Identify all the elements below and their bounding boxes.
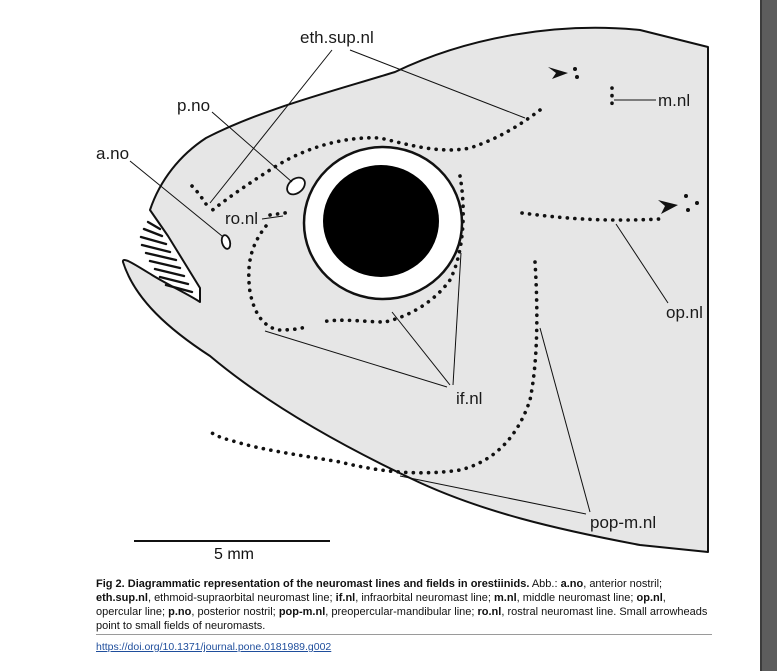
fish-head-diagram: eth.sup.nl p.no a.no ro.nl m.nl op.nl if… [96, 26, 709, 563]
abbr-term: m.nl [494, 592, 517, 604]
label-p-no: p.no [177, 96, 210, 115]
label-m-nl: m.nl [658, 91, 690, 110]
caption-divider [96, 634, 712, 635]
abbr-term: op.nl [636, 592, 663, 604]
leader-lines [129, 49, 669, 515]
label-op-nl: op.nl [666, 303, 703, 322]
abbr-text: , middle neuromast line; [516, 592, 634, 604]
neuromast-field-lower [658, 194, 699, 214]
caption-abb-prefix: Abb.: [531, 578, 558, 590]
caption-note: Small arrowheads point to small fields o… [96, 606, 708, 632]
abbr-term: pop-m.nl [278, 606, 326, 618]
neuromast-field-upper [548, 67, 579, 79]
abbr-term: a.no [560, 578, 584, 590]
abbr-text: , rostral neuromast line. [501, 606, 617, 618]
caption-title: Fig 2. Diagrammatic representation of th… [96, 578, 530, 590]
abbr-text: , anterior nostril; [583, 578, 663, 590]
abbr-term: ro.nl [477, 606, 502, 618]
abbr-text: , infraorbital neuromast line; [355, 592, 491, 604]
abbr-text: , opercular line; [96, 592, 666, 618]
label-ro-nl: ro.nl [225, 209, 258, 228]
abbr-term: eth.sup.nl [96, 592, 148, 604]
anterior-nostril [220, 234, 232, 250]
infraorbital-neuromast-line [320, 174, 465, 324]
abbr-text: , ethmoid-supraorbital neuromast line; [147, 592, 333, 604]
label-eth-sup-nl: eth.sup.nl [300, 28, 374, 47]
teeth [139, 220, 194, 294]
preopercular-mandibular-line [208, 260, 539, 475]
label-pop-m-nl: pop-m.nl [590, 513, 656, 532]
eye-pupil [323, 165, 439, 277]
opercular-line [520, 211, 662, 222]
abbr-text: , preopercular-mandibular line; [325, 606, 475, 618]
rostral-line-upper [190, 184, 208, 206]
label-a-no: a.no [96, 144, 129, 163]
label-if-nl: if.nl [456, 389, 482, 408]
doi-link[interactable]: https://doi.org/10.1371/journal.pone.018… [96, 641, 332, 653]
figure-caption: Fig 2. Diagrammatic representation of th… [96, 577, 714, 633]
infraorbital-line-anterior [246, 224, 307, 332]
abbr-term: p.no [168, 606, 192, 618]
viewer-right-edge [760, 0, 777, 671]
abbr-text: , posterior nostril; [191, 606, 276, 618]
abbr-term: if.nl [335, 592, 356, 604]
scale-bar-label: 5 mm [214, 546, 254, 563]
